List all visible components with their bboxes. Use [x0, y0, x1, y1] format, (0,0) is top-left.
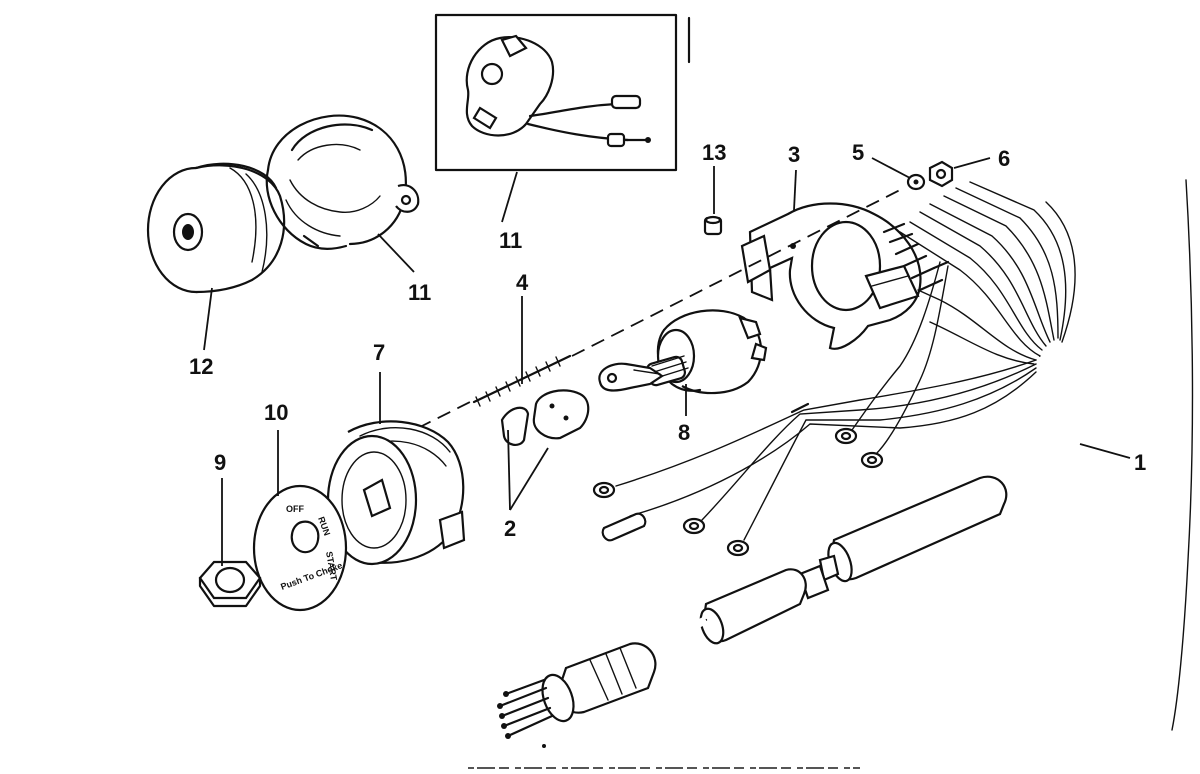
part-3-housing	[740, 202, 922, 350]
callout-11: 11	[408, 280, 431, 305]
callout-8: 8	[678, 420, 690, 445]
ring-terminal	[726, 539, 750, 557]
assembly-centerline	[417, 189, 901, 429]
inset-switch	[465, 34, 651, 148]
part-12-boot	[146, 162, 286, 294]
plate-off-label: OFF	[286, 504, 304, 514]
part-2-clips	[500, 389, 590, 446]
callout-12: 12	[189, 354, 213, 379]
part-1-harness	[497, 343, 1096, 739]
callout-10: 10	[264, 400, 288, 425]
inset-box	[434, 13, 691, 172]
part-6-nut	[928, 160, 954, 188]
callout-3: 3	[788, 142, 800, 167]
callout-5: 5	[852, 140, 864, 165]
part-9-hex-nut	[198, 560, 262, 608]
callout-4: 4	[516, 270, 529, 295]
callout-1: 1	[1134, 450, 1146, 475]
leader-lines	[203, 157, 1131, 566]
harness-wires	[882, 181, 1076, 365]
part-8-ignition-switch	[598, 309, 768, 395]
ring-terminal	[592, 481, 616, 499]
callout-7: 7	[373, 340, 385, 365]
callout-11-inset: 11	[499, 228, 522, 253]
callout-9: 9	[214, 450, 226, 475]
ring-terminal	[682, 517, 706, 535]
scan-artifacts	[468, 179, 1194, 769]
ring-terminal	[860, 451, 884, 469]
branch-wires	[592, 260, 1037, 557]
part-7-knob	[326, 420, 466, 566]
callout-2: 2	[504, 516, 516, 541]
part-5-washer	[906, 173, 926, 191]
ring-terminal	[834, 427, 858, 445]
part-11-bracket	[265, 114, 420, 250]
callout-13: 13	[702, 140, 726, 165]
callout-numbers: 11 11 12 4 7 10 9 8 2 3 13 5 6 1	[189, 140, 1146, 541]
part-13-sleeve	[703, 215, 723, 236]
callout-6: 6	[998, 146, 1010, 171]
part-10-decal-plate: OFF RUN START Push To Choke	[252, 484, 348, 612]
